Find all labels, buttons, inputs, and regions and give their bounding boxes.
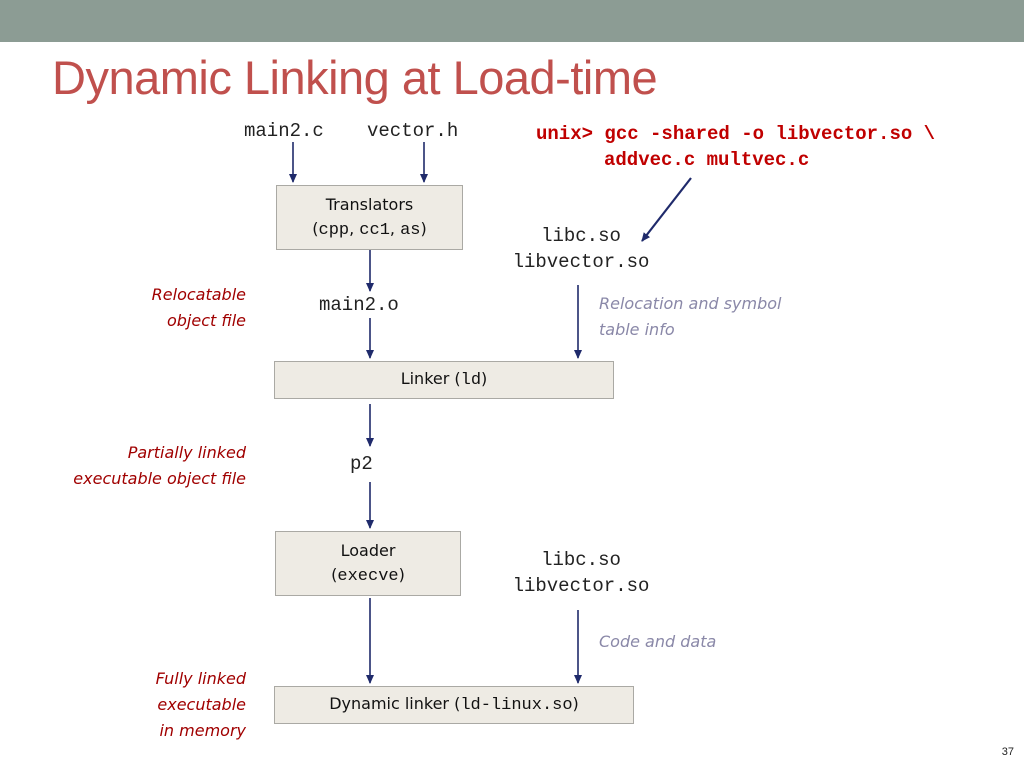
arrow-command-to-libs: [641, 177, 692, 242]
linker-box: Linker (ld): [274, 361, 614, 399]
shared-libs-top: libc.so libvector.so: [500, 223, 662, 275]
header-file-vectorh: vector.h: [367, 120, 459, 142]
translators-label: Translators: [325, 194, 414, 214]
as-tool: as: [400, 220, 421, 240]
gcc-command-line2: addvec.c multvec.c: [604, 149, 810, 171]
executable-p2: p2: [350, 453, 373, 475]
libc-so-bottom: libc.so: [541, 549, 621, 571]
loader-label: Loader: [340, 540, 396, 560]
slide-title: Dynamic Linking at Load-time: [52, 51, 658, 104]
shared-libs-bottom: libc.so libvector.so: [500, 547, 662, 599]
libvector-so-top: libvector.so: [512, 251, 650, 273]
loader-cmd: (execve): [331, 564, 405, 586]
libvector-so-bottom: libvector.so: [512, 575, 650, 597]
top-bar: [0, 0, 1024, 42]
cpp-tool: cpp: [318, 220, 350, 240]
linker-label: Linker (ld): [400, 369, 488, 390]
translators-tools: (cpp, cc1, as): [312, 218, 427, 240]
relocation-symbol-info-label: Relocation and symbol table info: [599, 294, 782, 339]
object-file-main2o: main2.o: [319, 294, 399, 316]
partially-linked-label: Partially linked executable object file: [73, 443, 246, 488]
dynamic-linker-box: Dynamic linker (ld-linux.so): [274, 686, 634, 724]
fully-linked-label: Fully linked executable in memory: [155, 669, 246, 740]
libc-so-top: libc.so: [541, 225, 621, 247]
dynamic-linker-label: Dynamic linker (ld-linux.so): [329, 694, 579, 715]
relocatable-object-file-label: Relocatable object file: [151, 285, 246, 330]
translators-box: Translators (cpp, cc1, as): [276, 185, 463, 250]
gcc-command-line1: unix> gcc -shared -o libvector.so \: [536, 123, 936, 145]
source-file-main2c: main2.c: [244, 120, 324, 142]
cc1-tool: cc1: [359, 220, 390, 240]
loader-box: Loader (execve): [275, 531, 461, 596]
page-number: 37: [1001, 746, 1014, 758]
code-and-data-label: Code and data: [599, 632, 717, 651]
